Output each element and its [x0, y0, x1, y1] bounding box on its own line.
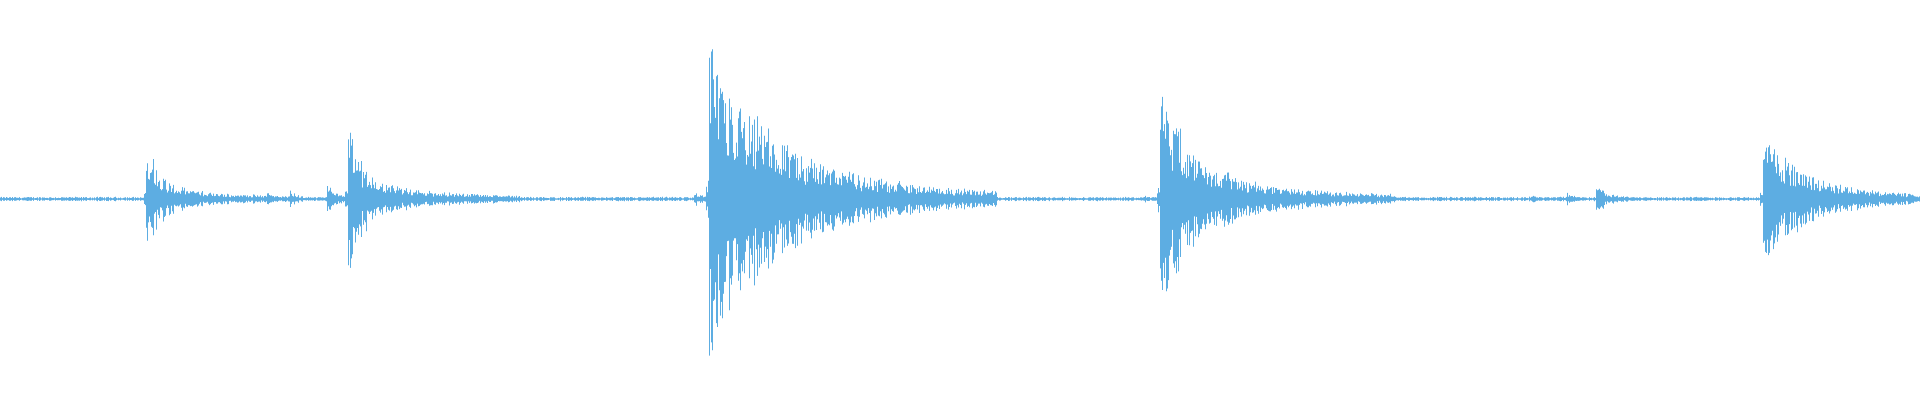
waveform-samples: [0, 49, 1920, 356]
